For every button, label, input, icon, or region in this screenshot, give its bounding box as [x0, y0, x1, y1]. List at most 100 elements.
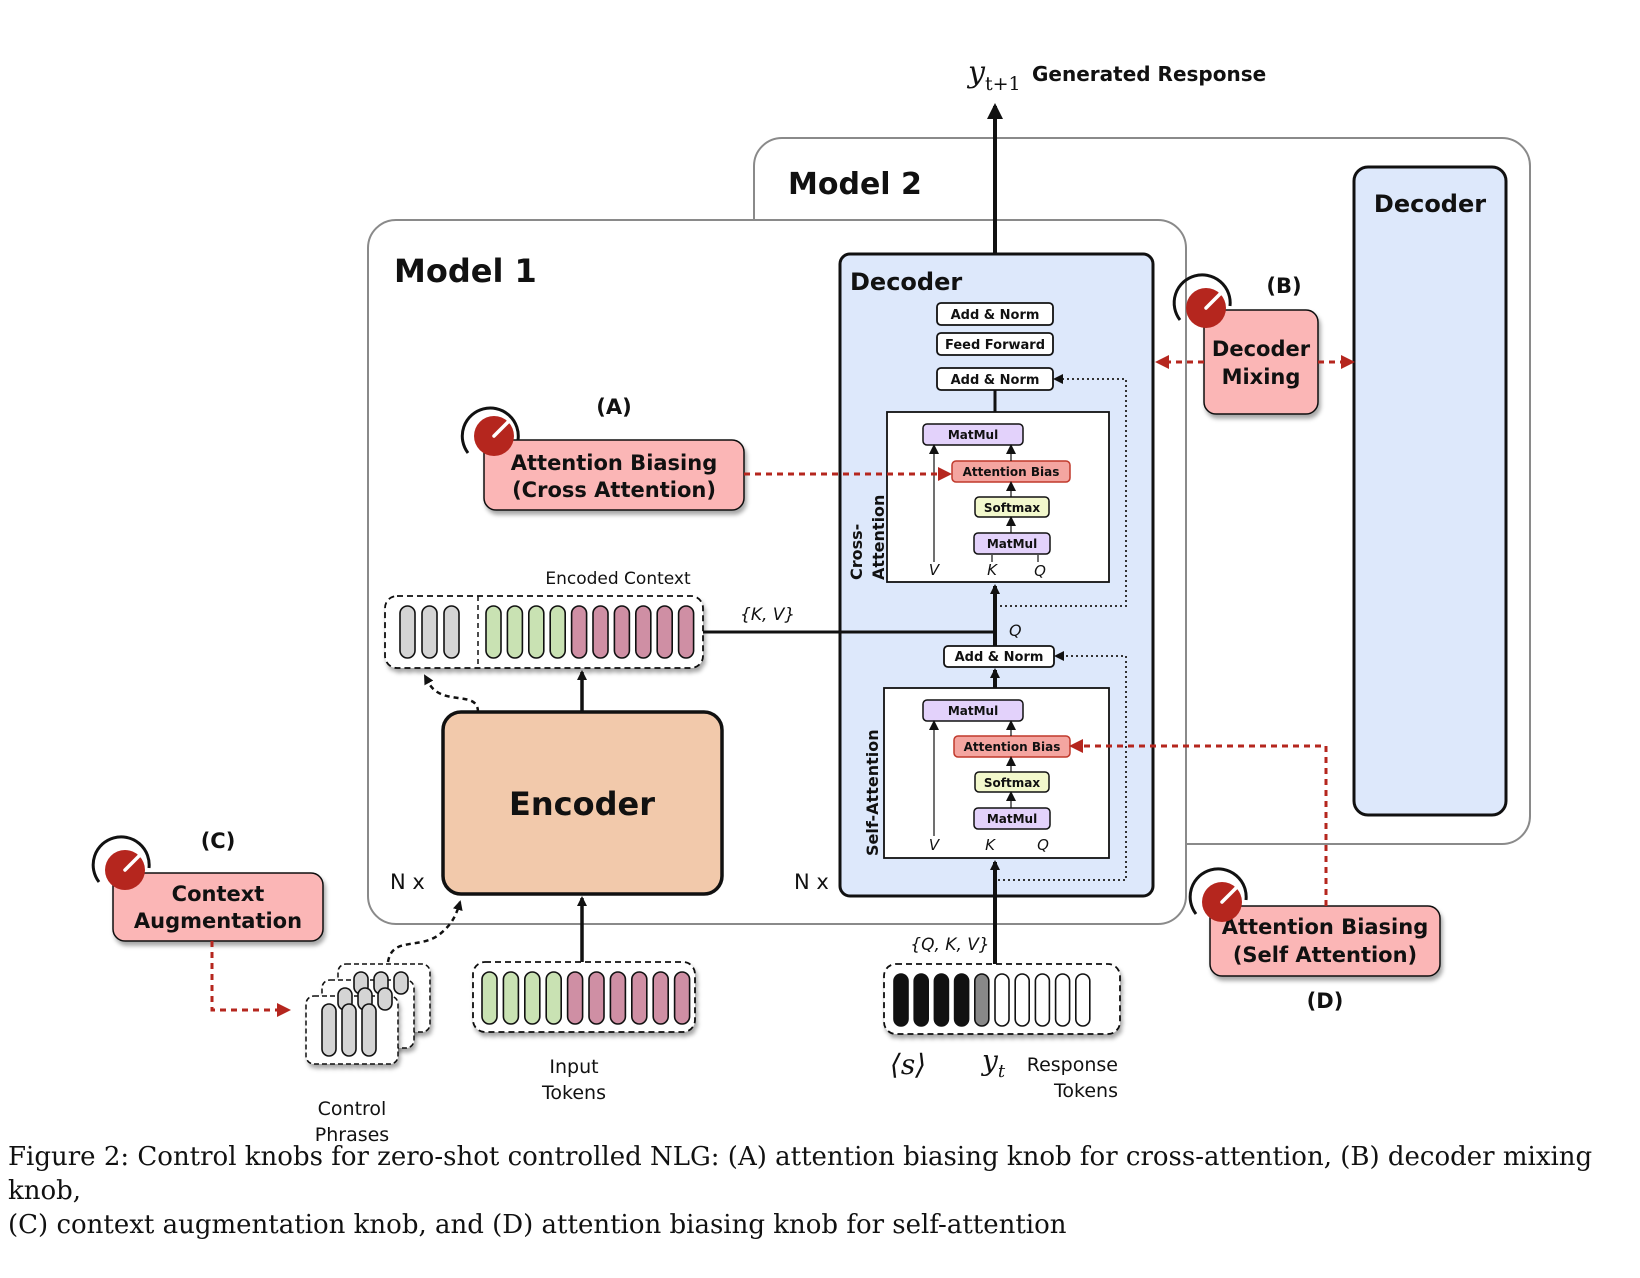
- encoded-input-token: [506, 605, 524, 659]
- knob-a-tag: (A): [596, 395, 631, 419]
- knob-d-dial-arc: [1188, 867, 1248, 915]
- response-token: [1054, 973, 1071, 1027]
- encoded-input-token: [613, 605, 631, 659]
- response-token: [913, 973, 930, 1027]
- control-phrase-token: [321, 1003, 337, 1057]
- self-k-label: K: [985, 836, 996, 854]
- control-phrases-stack: [305, 963, 431, 1065]
- cross-matmul-bottom: [973, 532, 1051, 555]
- self-matmul-top: [922, 699, 1024, 722]
- response-token: [973, 973, 990, 1027]
- encoded-control-token: [443, 605, 460, 659]
- encoded-input-token: [592, 605, 609, 659]
- knob-b-box: [1203, 309, 1319, 415]
- encoder-nx-label: N x: [390, 870, 425, 894]
- q-label: Q: [1009, 621, 1022, 640]
- generated-response-label: Generated Response: [1032, 62, 1266, 86]
- response-token: [933, 973, 950, 1027]
- knob-d-pointer: [1220, 886, 1238, 904]
- kv-label: {K, V}: [740, 605, 795, 625]
- input-token: [545, 971, 563, 1025]
- input-token: [652, 971, 670, 1025]
- knob-c-box: [112, 872, 324, 942]
- input-token: [481, 971, 498, 1025]
- feed-forward-label: Feed Forward: [945, 338, 1045, 353]
- add-norm-mid-label: Add & Norm: [951, 373, 1040, 388]
- qkv-label: {Q, K, V}: [910, 935, 989, 955]
- self-softmax-label: Softmax: [984, 776, 1040, 790]
- knob-a-text: Attention Biasing(Cross Attention): [511, 451, 718, 502]
- input-token: [673, 971, 691, 1025]
- encoded-control-token: [421, 605, 438, 659]
- input-tokens: [481, 971, 691, 1025]
- control-phrase-token: [361, 1003, 377, 1057]
- knob-c-tag: (C): [201, 829, 236, 853]
- add-norm-top: [936, 302, 1054, 326]
- control-phrase-token: [377, 987, 393, 1011]
- residual-self: [993, 651, 1127, 881]
- input-token: [502, 971, 520, 1025]
- input-token: [523, 971, 541, 1025]
- knob-c-dial-arc: [91, 835, 151, 883]
- knob-a-dial-arc: [460, 406, 520, 454]
- cross-q-label: Q: [1034, 562, 1046, 580]
- self-v-label: V: [929, 836, 941, 854]
- encoded-context-tokens: [399, 605, 695, 659]
- input-token: [588, 971, 605, 1025]
- response-token: [893, 973, 909, 1027]
- response-token: [994, 973, 1010, 1027]
- knob-c-red-arrow: [210, 941, 291, 1017]
- model1-title: Model 1: [394, 252, 537, 290]
- encoded-context-label: Encoded Context: [545, 569, 691, 589]
- cross-v-label: V: [929, 561, 941, 579]
- add-norm-top-label: Add & Norm: [951, 308, 1040, 323]
- model2-title: Model 2: [788, 167, 922, 202]
- encoded-input-token: [527, 605, 545, 659]
- encoded-input-token: [570, 605, 588, 659]
- encoded-input-token: [634, 605, 652, 659]
- feed-forward: [936, 332, 1054, 356]
- yt-sub: t: [998, 1061, 1006, 1082]
- response-token: [953, 973, 970, 1027]
- encoded-control-token: [399, 605, 416, 659]
- add-norm-low-label: Add & Norm: [955, 650, 1044, 665]
- cross-k-label: K: [987, 561, 998, 579]
- cross-attention-side-label: Cross-Attention: [847, 495, 888, 580]
- figure-caption: Figure 2: Control knobs for zero-shot co…: [8, 1142, 1593, 1240]
- output-y: yt+1: [966, 55, 1021, 95]
- self-attention-bias-label: Attention Bias: [964, 740, 1061, 754]
- decoder-nx-label: N x: [794, 870, 829, 894]
- response-tokens: [893, 973, 1091, 1027]
- yt-label: yt: [980, 1044, 1006, 1082]
- self-matmul-bottom: [973, 807, 1051, 830]
- cross-attention-bias-label: Attention Bias: [963, 465, 1060, 479]
- encoder-label: Encoder: [509, 785, 655, 823]
- response-token: [1075, 973, 1091, 1027]
- knob-b-tag: (B): [1266, 274, 1301, 298]
- cross-matmul-top-label: MatMul: [948, 428, 998, 442]
- control-to-encoder-dashed: [386, 900, 463, 963]
- knob-b-pointer: [1204, 292, 1222, 310]
- cross-matmul-bottom-label: MatMul: [987, 537, 1037, 551]
- self-attention-side-label: Self-Attention: [863, 729, 882, 856]
- input-token: [566, 971, 584, 1025]
- knob-d[interactable]: Attention Biasing(Self Attention) (D): [1188, 867, 1441, 1013]
- encoded-input-token: [677, 605, 695, 659]
- control-phrase-token: [393, 971, 409, 995]
- encoded-input-token: [485, 605, 502, 659]
- knob-a[interactable]: Attention Biasing(Cross Attention) (A): [460, 395, 745, 511]
- start-token-label: ⟨s⟩: [890, 1048, 926, 1081]
- knob-c-pointer: [123, 854, 141, 872]
- control-phrase-token: [341, 1003, 357, 1057]
- encoded-input-token: [549, 605, 567, 659]
- cross-softmax-label: Softmax: [984, 501, 1040, 515]
- model2-decoder-label: Decoder: [1374, 190, 1486, 218]
- self-matmul-bottom-label: MatMul: [987, 812, 1037, 826]
